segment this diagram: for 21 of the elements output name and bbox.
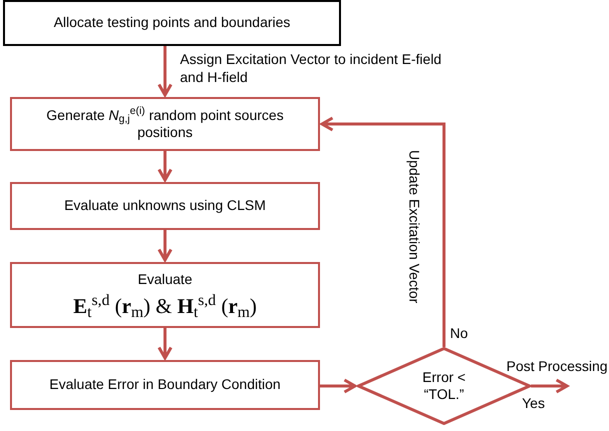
arrow [320,378,356,394]
note-label: No [450,325,468,342]
formula: E$_{t}$$^{s,d}$ (r$_{m}$) & H$_{t}$$^{s,d}$ (r$_{m}$) [73,292,257,319]
node-text: Evaluate [138,271,192,289]
arrow [320,116,446,347]
node-text: Allocate testing points and boundaries [54,14,290,32]
process-box [3,0,341,46]
arrow [158,46,172,96]
process-box [10,97,320,151]
end-text: Post Processing [506,358,608,376]
node-text: Evaluate unknowns using CLSM [64,197,266,215]
node-text: Generate N$_{g,j}$$^{e(i)}$ random point sources positions [45,106,285,142]
process-box [10,262,320,328]
process-box [10,360,320,410]
arrow [158,151,172,182]
arrow [158,328,172,360]
process-box [10,182,320,230]
node-text: Evaluate Error in Boundary Condition [49,376,281,394]
arrow [158,230,172,262]
node-text: Error < “TOL.” [421,368,467,404]
arrow [531,378,568,394]
